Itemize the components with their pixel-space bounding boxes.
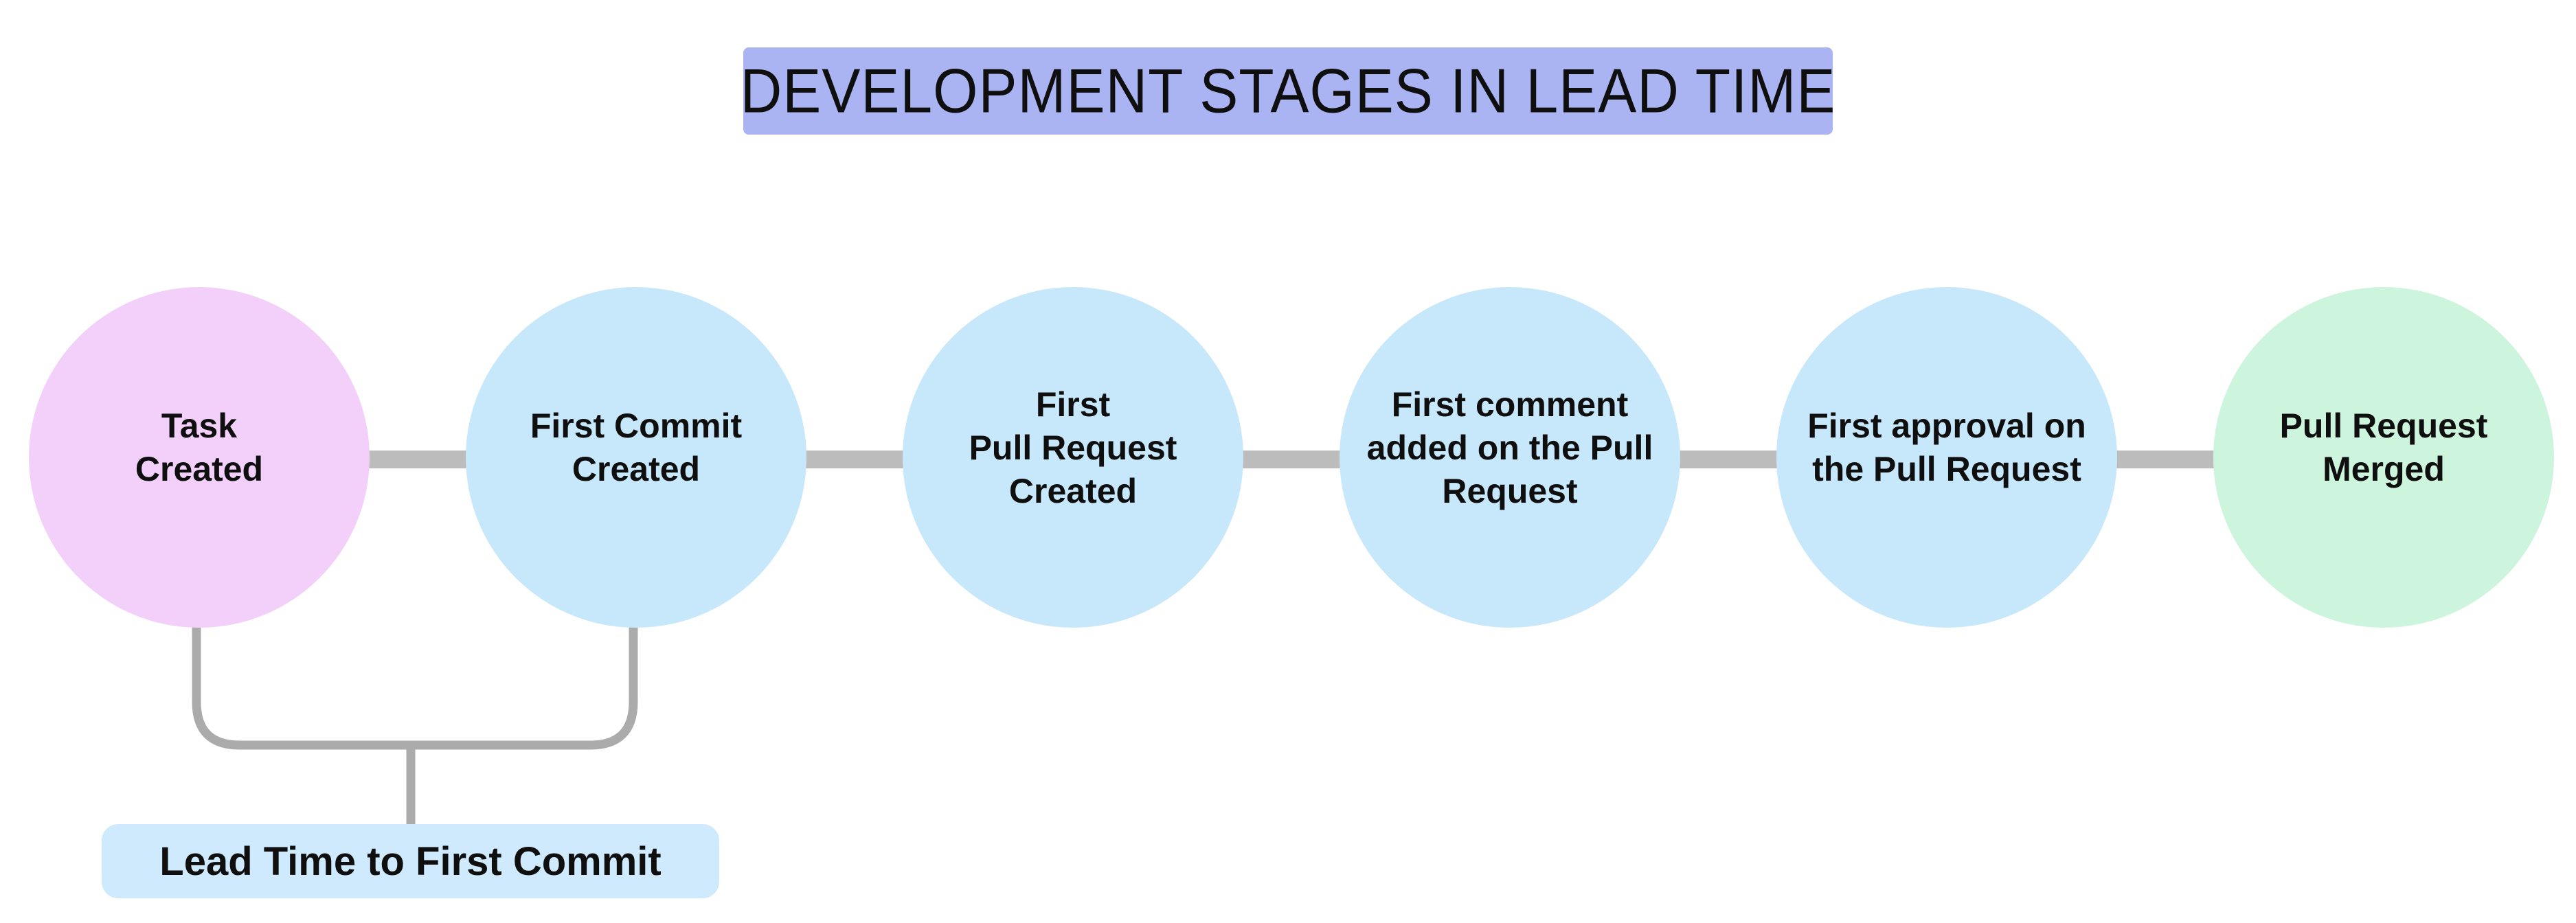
stage-label: Task Created xyxy=(135,407,264,488)
stage-label: First Pull Request Created xyxy=(969,385,1177,510)
title-banner: DEVELOPMENT STAGES IN LEAD TIME xyxy=(740,47,1836,135)
stage-circle-first-comment-added: First comment added on the Pull Request xyxy=(1340,287,1680,628)
stage-label: First Commit Created xyxy=(530,407,743,488)
lead-time-label-text: Lead Time to First Commit xyxy=(159,839,662,884)
stage-circle-first-approval: First approval on the Pull Request xyxy=(1776,287,2117,628)
bracket-path xyxy=(192,618,638,750)
stage-circle-first-commit-created: First Commit Created xyxy=(466,287,806,628)
stage-label: First approval on the Pull Request xyxy=(1807,407,2086,488)
stage-circle-task-created: Task Created xyxy=(29,287,370,628)
stage-circle-pull-request-merged: Pull Request Merged xyxy=(2213,287,2554,628)
lead-time-label: Lead Time to First Commit xyxy=(102,824,719,898)
page-title: DEVELOPMENT STAGES IN LEAD TIME xyxy=(740,56,1836,126)
stage-label: First comment added on the Pull Request xyxy=(1366,385,1653,510)
stage-label: Pull Request Merged xyxy=(2279,407,2488,488)
stage-circle-first-pull-request-created: First Pull Request Created xyxy=(903,287,1243,628)
